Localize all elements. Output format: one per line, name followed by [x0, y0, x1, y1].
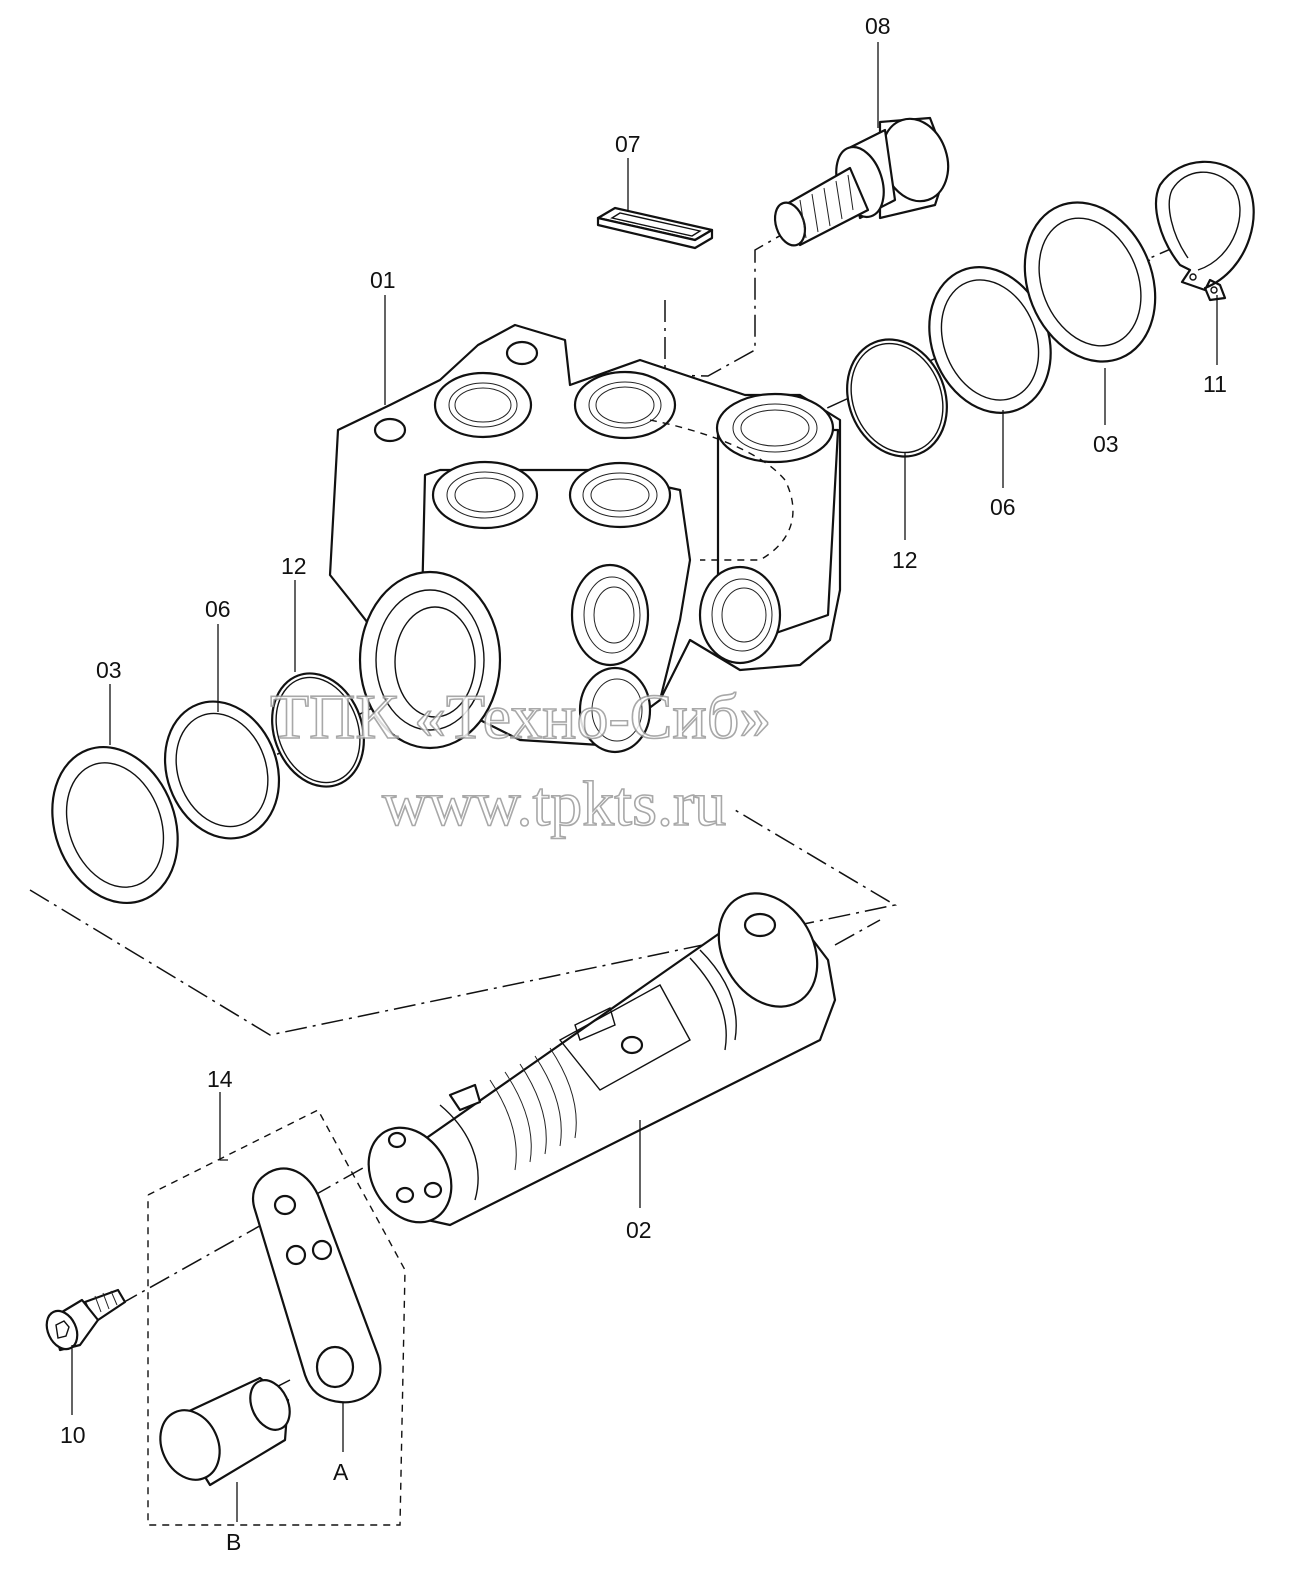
label-backup-ring-left: 06 — [205, 596, 231, 622]
label-plug: 08 — [865, 13, 891, 39]
part-labels: 01 08 07 11 03 06 12 12 06 03 02 14 10 A… — [60, 13, 1227, 1555]
washer-left-part — [51, 745, 179, 905]
watermark-url: www.tpkts.ru — [382, 768, 726, 839]
o-ring-left-part — [271, 672, 365, 788]
label-washer-left: 03 — [96, 657, 122, 683]
watermark: ТПК «Техно-Сиб» www.tpkts.ru — [269, 680, 772, 840]
leader-lines — [71, 42, 1218, 1522]
label-washer-right: 03 — [1093, 431, 1119, 457]
watermark-company: ТПК «Техно-Сиб» — [270, 681, 771, 752]
label-body: 01 — [370, 267, 396, 293]
label-o-ring-left: 12 — [281, 553, 307, 579]
label-sub-a: A — [333, 1459, 349, 1485]
lever-plate-part — [251, 1167, 382, 1404]
backup-ring-right-part — [928, 266, 1052, 414]
label-lever-assembly: 14 — [207, 1066, 233, 1092]
plate-part — [596, 206, 714, 250]
label-o-ring-right: 12 — [892, 547, 918, 573]
lever-assembly-boundary — [147, 1109, 406, 1526]
o-ring-right-part — [846, 338, 948, 458]
bolt-part — [45, 1288, 127, 1352]
valve-body — [328, 323, 842, 754]
backup-ring-left-part — [163, 700, 281, 840]
label-spool: 02 — [626, 1217, 652, 1243]
label-backup-ring-right: 06 — [990, 494, 1016, 520]
label-sub-b: B — [226, 1529, 241, 1555]
label-snap-ring: 11 — [1203, 371, 1227, 397]
pin-part — [159, 1376, 291, 1487]
label-plate: 07 — [615, 131, 641, 157]
label-bolt: 10 — [60, 1422, 86, 1448]
washer-right-part — [1023, 201, 1157, 363]
snap-ring-part — [1155, 160, 1255, 302]
spool-part — [367, 892, 837, 1227]
plug-part — [773, 116, 950, 247]
